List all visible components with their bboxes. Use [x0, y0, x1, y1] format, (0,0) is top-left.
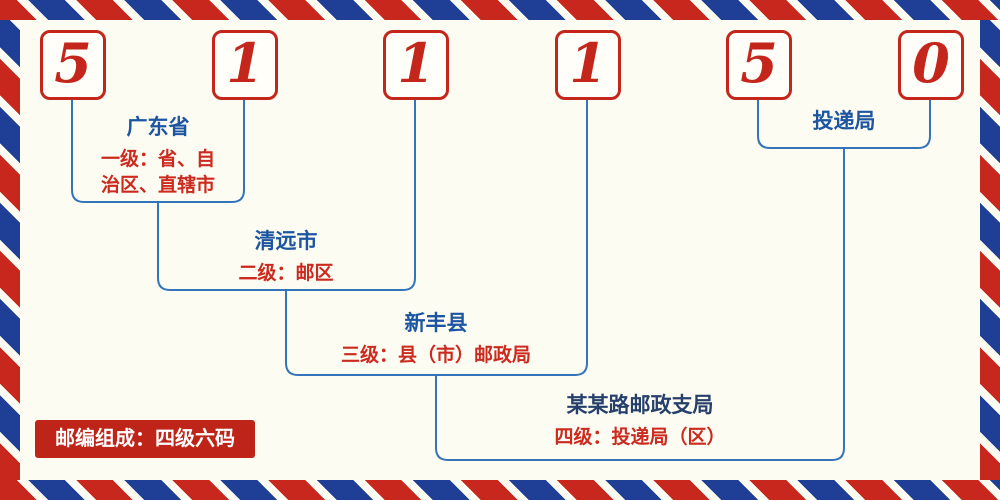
level3-desc: 三级：县（市）邮政局 — [340, 345, 531, 366]
delivery-name: 投递局 — [812, 110, 876, 133]
level2-name: 清远市 — [254, 230, 318, 253]
level1-desc: 一级：省、自 治区、直辖市 — [48, 147, 268, 199]
level1-label: 广东省 一级：省、自 治区、直辖市 — [48, 113, 268, 199]
level1-desc-line2: 治区、直辖市 — [100, 175, 215, 196]
digit-box-3: 1 — [383, 30, 449, 100]
connector-delivery — [757, 100, 931, 149]
airmail-border-right — [980, 20, 1000, 480]
connector-level4 — [435, 148, 845, 461]
level4-label: 某某路邮政支局 四级：投递局（区） — [500, 391, 780, 451]
level3-name: 新丰县 — [404, 312, 468, 335]
digit-6-value: 0 — [912, 31, 950, 95]
level1-name: 广东省 — [126, 116, 190, 139]
airmail-border-bottom — [0, 480, 1000, 500]
airmail-border-left — [0, 20, 20, 480]
digit-4-value: 1 — [569, 31, 607, 95]
digit-1-value: 5 — [54, 31, 92, 95]
level4-desc: 四级：投递局（区） — [554, 427, 726, 448]
digit-box-2: 1 — [212, 30, 278, 100]
composition-badge: 邮编组成：四级六码 — [35, 420, 255, 458]
level3-label: 新丰县 三级：县（市）邮政局 — [311, 309, 561, 369]
level2-desc: 二级：邮区 — [238, 263, 334, 284]
airmail-border-top — [0, 0, 1000, 20]
level2-label: 清远市 二级：邮区 — [176, 227, 396, 287]
digit-2-value: 1 — [226, 31, 264, 95]
digit-box-4: 1 — [555, 30, 621, 100]
level1-desc-line1: 一级：省、自 — [100, 149, 215, 170]
digit-box-1: 5 — [40, 30, 106, 100]
digit-5-value: 5 — [740, 31, 778, 95]
delivery-label: 投递局 — [764, 107, 924, 137]
digit-box-5: 5 — [726, 30, 792, 100]
digit-3-value: 1 — [397, 31, 435, 95]
level4-name: 某某路邮政支局 — [566, 394, 714, 417]
digit-box-6: 0 — [898, 30, 964, 100]
